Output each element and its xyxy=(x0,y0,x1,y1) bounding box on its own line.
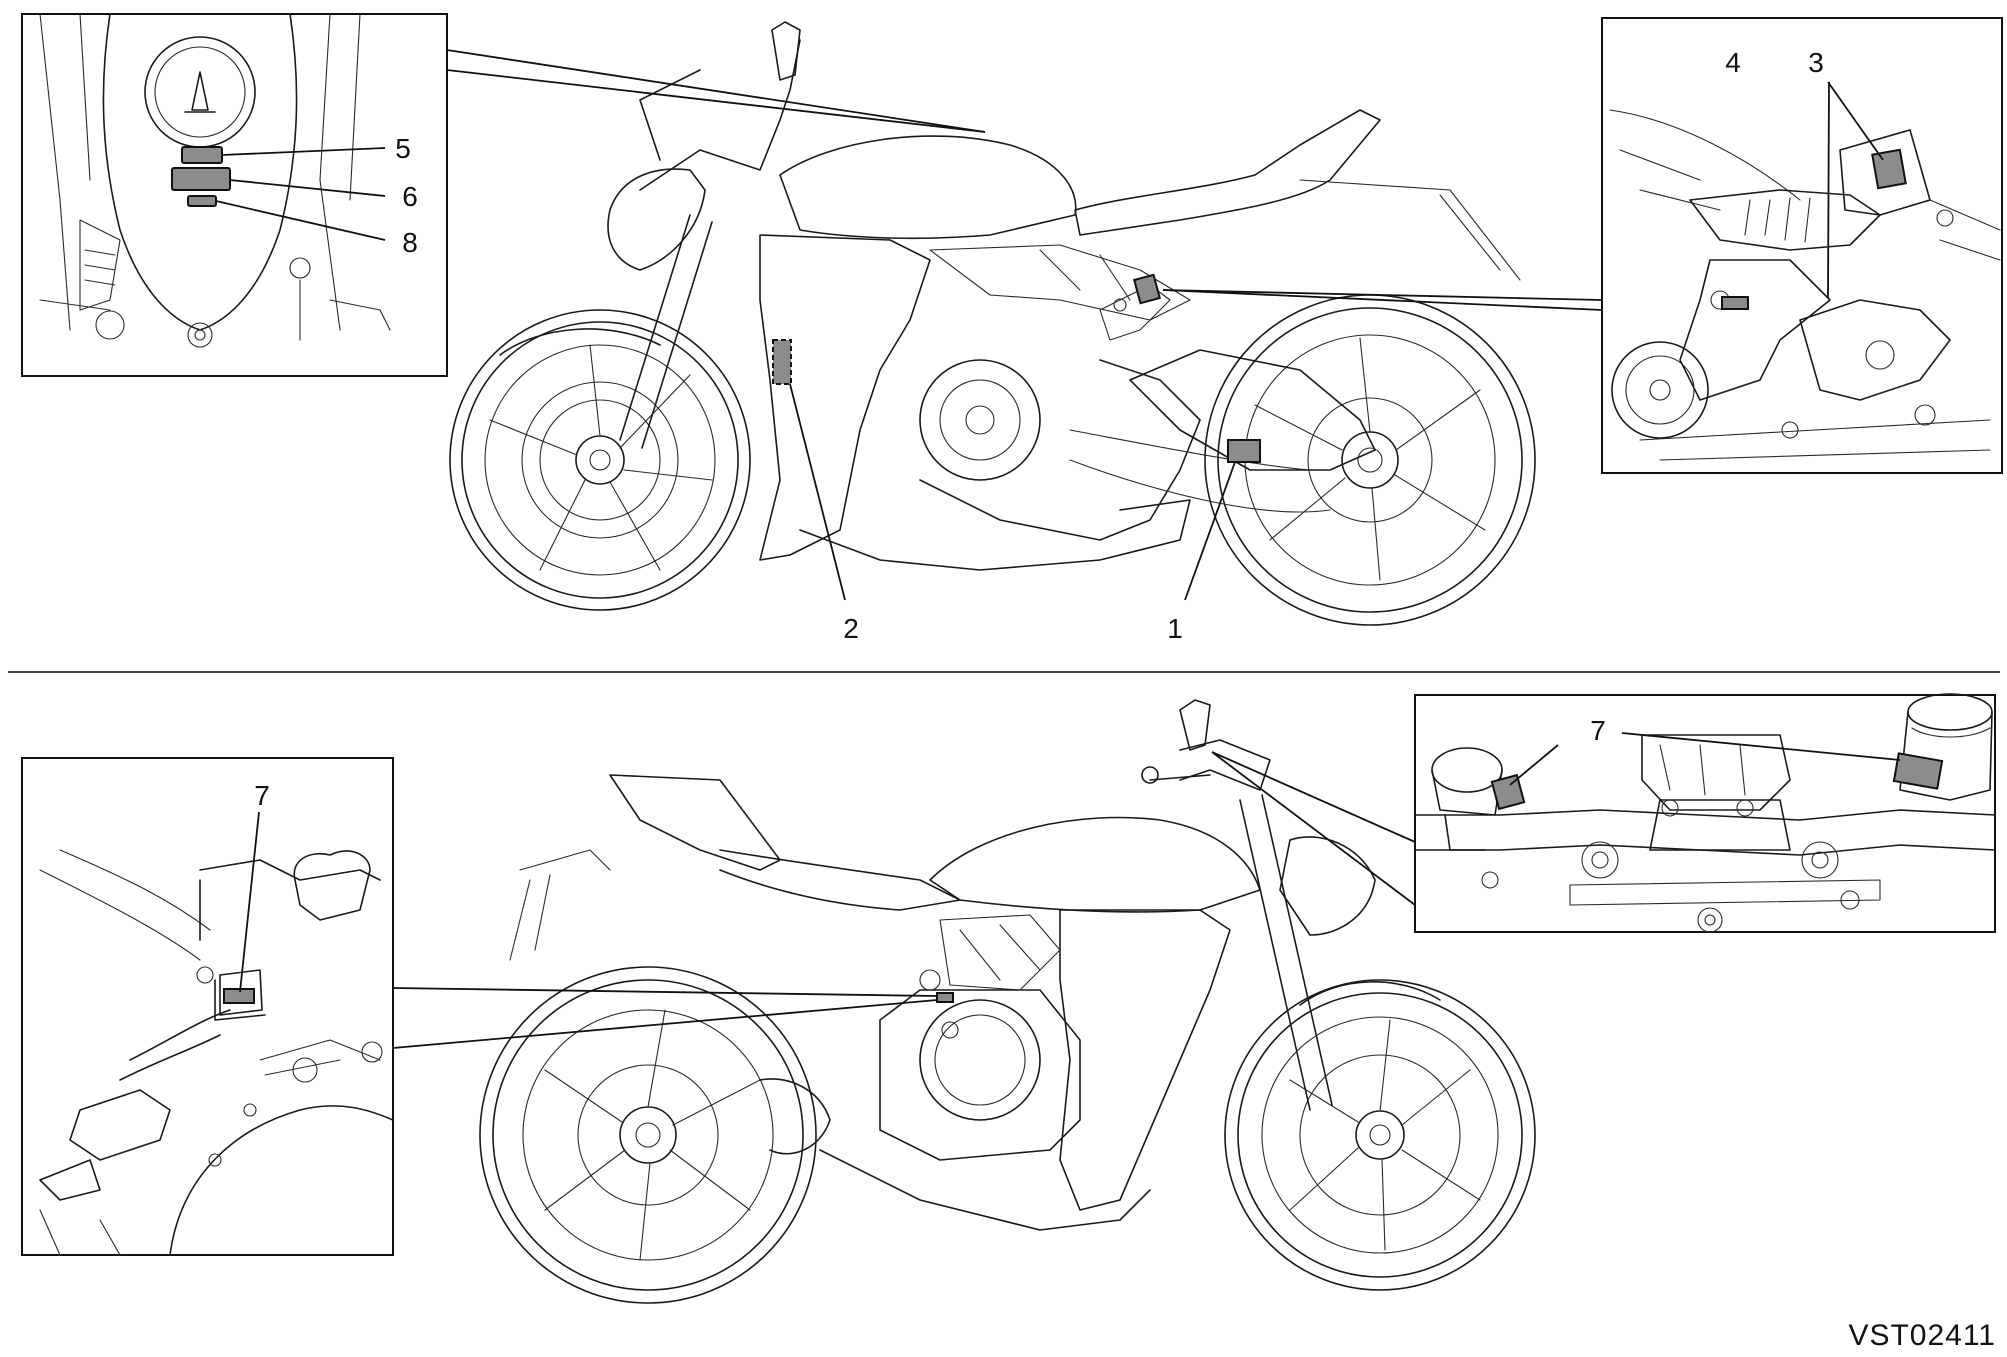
inset-reservoir-frame xyxy=(1414,694,1996,933)
top-side-fairing xyxy=(759,234,931,561)
bottom-tail-bracket xyxy=(509,849,611,961)
bottom-motorcycle-left-side xyxy=(479,699,1536,1304)
label-7-left-reservoir xyxy=(1490,773,1526,811)
bottom-rear-wheel xyxy=(479,966,817,1304)
top-fuel-tank xyxy=(779,135,1077,240)
top-fork xyxy=(619,39,801,449)
bottom-tail xyxy=(609,774,781,871)
inset-frame-labels-frame xyxy=(1601,17,2003,474)
bottom-label-7-on-frame xyxy=(936,992,954,1003)
callout-4: 4 xyxy=(1725,47,1741,78)
bottom-mirror xyxy=(1179,699,1211,751)
figure-code: VST02411 xyxy=(1848,1319,1996,1352)
top-label-3-on-bike xyxy=(1133,273,1161,305)
bottom-exhaust xyxy=(759,1078,831,1155)
callout-3: 3 xyxy=(1808,47,1824,78)
bottom-headlight xyxy=(1279,836,1376,936)
top-leader-lines xyxy=(446,49,1603,601)
top-seat-tail xyxy=(1074,109,1381,236)
label-7-right-reservoir xyxy=(1892,752,1944,790)
bottom-frame xyxy=(939,914,1061,991)
label-5 xyxy=(181,146,223,164)
bottom-front-mudguard xyxy=(1299,981,1441,1006)
top-headlight xyxy=(607,168,706,271)
label-1-on-bike xyxy=(1227,439,1261,463)
label-6 xyxy=(171,167,231,191)
bottom-belly-pan xyxy=(819,1149,1151,1231)
bottom-engine-cover xyxy=(919,999,1041,1121)
top-front-wheel xyxy=(449,309,751,611)
callout-1: 1 xyxy=(1167,613,1183,644)
inset-frame-label-7: 7 xyxy=(21,757,394,1256)
left-brake-reservoir xyxy=(1431,747,1526,851)
top-tail-bracket xyxy=(1299,179,1521,281)
label-4 xyxy=(1721,296,1749,310)
top-drive-chain xyxy=(1069,429,1331,513)
bottom-front-wheel xyxy=(1224,979,1536,1291)
label-2-on-bike xyxy=(772,339,792,385)
bottom-engine-block xyxy=(879,989,1081,1161)
callout-8: 8 xyxy=(402,227,418,258)
label-7-frame xyxy=(223,988,255,1004)
bottom-handlebar xyxy=(1141,766,1211,784)
inset-reservoir-drawing xyxy=(1414,734,1996,933)
inset-label-7-drawing xyxy=(39,849,394,1256)
label-8 xyxy=(187,195,217,207)
top-engine-block xyxy=(919,359,1201,541)
callout-2: 2 xyxy=(843,613,859,644)
label-3 xyxy=(1871,148,1907,190)
callout-7-frame: 7 xyxy=(254,780,270,811)
top-engine-cover xyxy=(919,359,1041,481)
top-belly-pan xyxy=(799,499,1191,571)
top-motorcycle-right-side xyxy=(449,21,1536,626)
bottom-fuel-tank xyxy=(929,816,1261,913)
callout-7-reservoir: 7 xyxy=(1590,715,1606,746)
bottom-seat xyxy=(719,849,961,911)
inset-frame-drawing xyxy=(1609,109,2001,461)
inset-tank-labels: 5 6 8 xyxy=(21,13,448,377)
inset-label-7-frame xyxy=(21,757,394,1256)
right-clutch-reservoir xyxy=(1892,693,1993,801)
inset-frame-labels: 4 3 xyxy=(1601,17,2003,474)
top-frame xyxy=(929,244,1191,321)
inset-tank-drawing xyxy=(39,13,391,348)
bottom-leader-lines xyxy=(392,751,1416,1049)
inset-reservoir-label-7: 7 xyxy=(1414,693,1996,933)
callout-5: 5 xyxy=(395,133,411,164)
bottom-side-fairing xyxy=(1059,909,1231,1211)
callout-6: 6 xyxy=(402,181,418,212)
top-swingarm xyxy=(1129,349,1376,471)
top-mirror xyxy=(771,21,801,81)
top-front-mudguard xyxy=(499,328,661,356)
